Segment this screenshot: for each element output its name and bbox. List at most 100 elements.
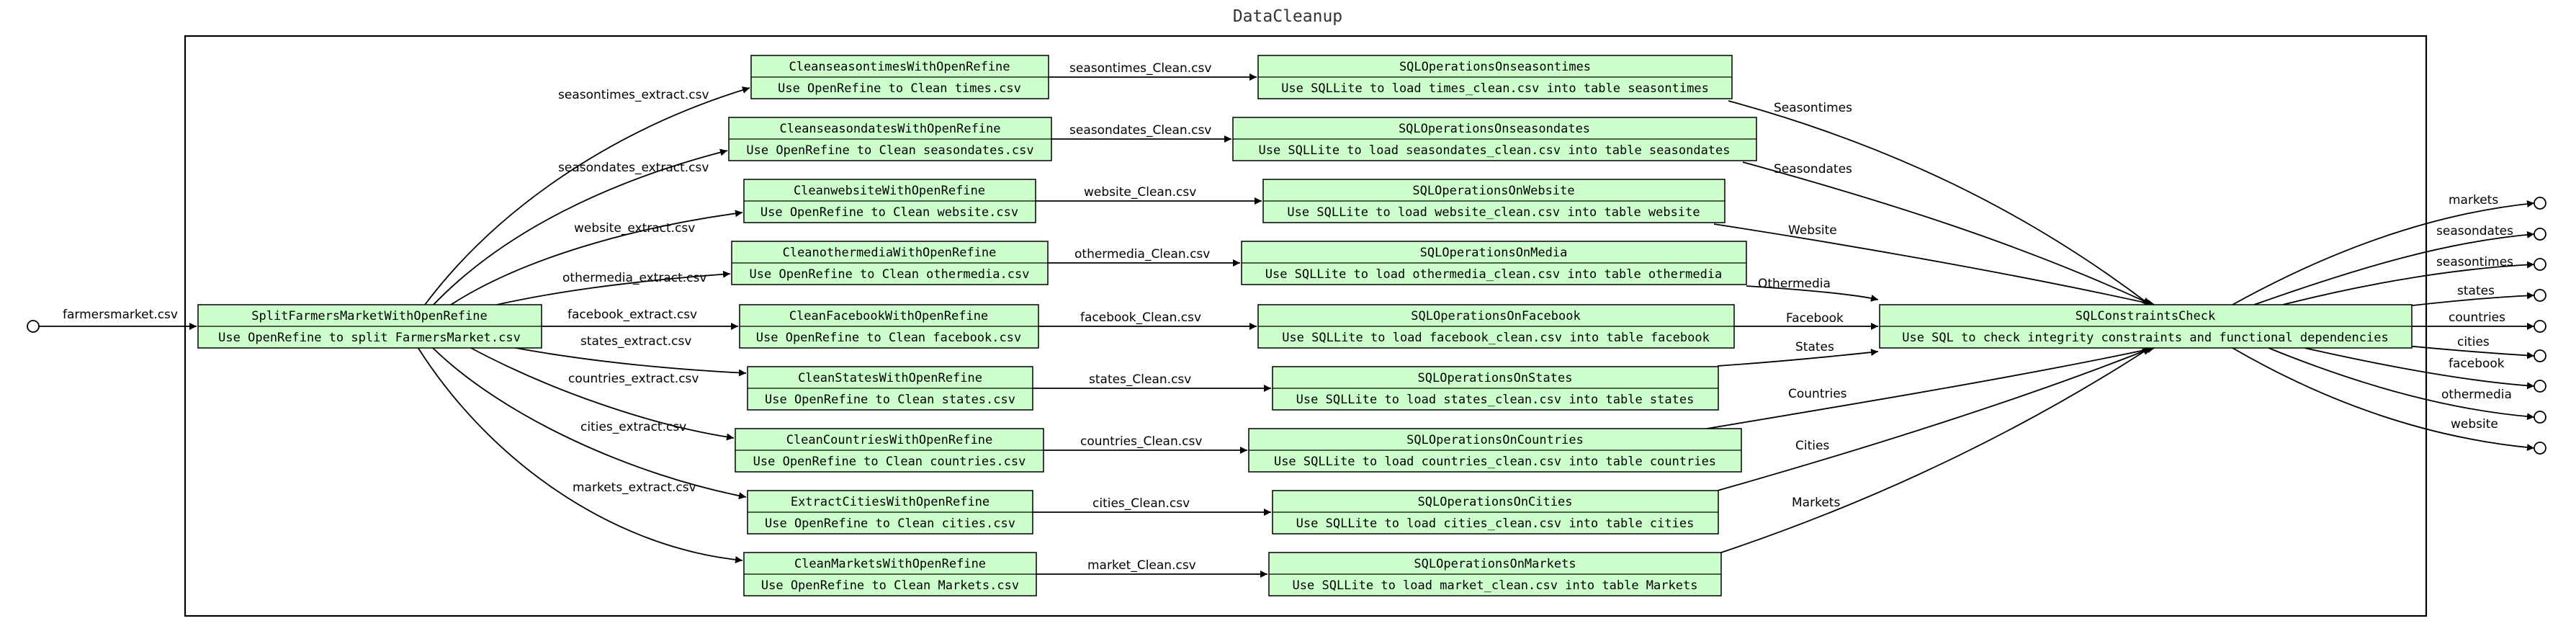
edge-split-to-clean-countries	[467, 346, 735, 441]
edge-label-facebook-table: Facebook	[1786, 311, 1844, 326]
output-port-states	[2534, 289, 2546, 302]
node-sql-seasondates[interactable]: SQLOperationsOnseasondates Use SQLLite t…	[1232, 117, 1757, 161]
node-sql-states[interactable]: SQLOperationsOnStates Use SQLLite to loa…	[1272, 366, 1719, 411]
edge-label-countries-extract: countries_extract.csv	[568, 372, 699, 386]
edge-sql-media-to-constraints	[1746, 285, 1879, 302]
node-title: SplitFarmersMarketWithOpenRefine	[251, 309, 488, 323]
node-description: Use SQLLite to load cities_clean.csv int…	[1296, 517, 1695, 531]
edge-sql-seasontimes-to-constraints	[1728, 100, 2150, 305]
edge-sql-countries-to-constraints	[1706, 346, 2155, 429]
node-title: SQLOperationsOnseasontimes	[1399, 60, 1591, 74]
node-description: Use SQLLite to load countries_clean.csv …	[1274, 455, 1716, 469]
output-port-website	[2534, 442, 2546, 455]
node-title: CleanMarketsWithOpenRefine	[794, 557, 986, 571]
node-title: SQLOperationsOnStates	[1418, 371, 1573, 385]
node-clean-seasontimes[interactable]: CleanseasontimesWithOpenRefine Use OpenR…	[750, 55, 1049, 99]
output-port-othermedia	[2534, 411, 2546, 424]
output-port-seasontimes	[2534, 258, 2546, 271]
node-clean-othermedia[interactable]: CleanothermediaWithOpenRefine Use OpenRe…	[731, 241, 1049, 285]
node-sql-markets[interactable]: SQLOperationsOnMarkets Use SQLLite to lo…	[1268, 552, 1722, 596]
node-description: Use SQLLite to load othermedia_clean.csv…	[1265, 267, 1723, 282]
edge-label-seasontimes-table: Seasontimes	[1774, 101, 1852, 115]
output-label-website: website	[2451, 417, 2498, 432]
node-clean-website[interactable]: CleanwebsiteWithOpenRefine Use OpenRefin…	[743, 179, 1036, 223]
output-ports	[2534, 197, 2546, 455]
edge-out-seasondates	[2253, 231, 2535, 305]
node-title: CleanothermediaWithOpenRefine	[783, 246, 997, 260]
node-title: SQLOperationsOnWebsite	[1412, 184, 1574, 198]
edge-split-to-clean-seasondates	[431, 148, 728, 307]
output-label-seasontimes: seasontimes	[2436, 255, 2513, 269]
node-clean-countries[interactable]: CleanCountriesWithOpenRefine Use OpenRef…	[735, 428, 1044, 473]
edge-label-othermedia-clean: othermedia_Clean.csv	[1074, 247, 1210, 261]
node-split-farmers-market[interactable]: SplitFarmersMarketWithOpenRefine Use Ope…	[197, 304, 542, 349]
node-title: SQLConstraintsCheck	[2075, 309, 2215, 323]
node-description: Use OpenRefine to Clean countries.csv	[753, 455, 1026, 469]
edge-label-cities-table: Cities	[1795, 439, 1829, 453]
edge-label-states-clean: states_Clean.csv	[1089, 372, 1191, 387]
edge-label-seasontimes-clean: seasontimes_Clean.csv	[1069, 61, 1211, 76]
edge-label-cities-extract: cities_extract.csv	[580, 420, 686, 434]
node-title: CleanseasondatesWithOpenRefine	[779, 122, 1000, 136]
edge-out-seasontimes	[2282, 261, 2535, 305]
node-description: Use OpenRefine to split FarmersMarket.cs…	[218, 331, 521, 345]
output-label-markets: markets	[2449, 193, 2498, 207]
node-description: Use OpenRefine to Clean states.csv	[765, 393, 1015, 407]
edge-label-markets-table: Markets	[1792, 496, 1840, 510]
node-title: SQLOperationsOnCities	[1418, 495, 1573, 509]
edge-label-seasondates-extract: seasondates_extract.csv	[558, 161, 709, 175]
node-sql-seasontimes[interactable]: SQLOperationsOnseasontimes Use SQLLite t…	[1257, 55, 1733, 99]
edge-out-facebook	[2304, 347, 2535, 390]
edge-label-cities-clean: cities_Clean.csv	[1092, 496, 1190, 511]
node-description: Use OpenRefine to Clean times.csv	[778, 81, 1021, 96]
node-description: Use SQLLite to load states_clean.csv int…	[1296, 393, 1695, 407]
node-title: SQLOperationsOnseasondates	[1399, 122, 1590, 136]
node-sql-facebook[interactable]: SQLOperationsOnFacebook Use SQLLite to l…	[1257, 304, 1735, 349]
node-title: ExtractCitiesWithOpenRefine	[791, 495, 989, 509]
edge-label-seasontimes-extract: seasontimes_extract.csv	[558, 88, 709, 102]
edge-label-othermedia-extract: othermedia_extract.csv	[562, 271, 706, 285]
node-sql-cities[interactable]: SQLOperationsOnCities Use SQLLite to loa…	[1272, 490, 1719, 535]
node-clean-facebook[interactable]: CleanFacebookWithOpenRefine Use OpenRefi…	[739, 304, 1039, 349]
edge-sql-states-to-constraints	[1717, 349, 1879, 367]
edge-label-website-extract: website_extract.csv	[574, 221, 695, 236]
output-port-markets	[2534, 197, 2546, 210]
output-port-countries	[2534, 320, 2546, 333]
node-title: CleanseasontimesWithOpenRefine	[789, 60, 1010, 74]
edge-label-facebook-clean: facebook_Clean.csv	[1080, 310, 1201, 325]
node-sql-countries[interactable]: SQLOperationsOnCountries Use SQLLite to …	[1248, 428, 1742, 473]
node-clean-states[interactable]: CleanStatesWithOpenRefine Use OpenRefine…	[747, 366, 1033, 411]
edge-label-countries-clean: countries_Clean.csv	[1080, 434, 1202, 449]
edge-sql-cities-to-constraints	[1717, 347, 2153, 491]
node-title: SQLOperationsOnCountries	[1406, 433, 1584, 447]
node-clean-seasondates[interactable]: CleanseasondatesWithOpenRefine Use OpenR…	[728, 117, 1052, 161]
edge-sql-seasondates-to-constraints	[1742, 161, 2153, 305]
edge-split-to-extract-cities	[431, 346, 747, 500]
node-description: Use SQL to check integrity constraints a…	[1902, 331, 2389, 345]
node-description: Use OpenRefine to Clean facebook.csv	[756, 331, 1021, 345]
output-port-cities	[2534, 349, 2546, 362]
node-description: Use SQLLite to load website_clean.csv in…	[1287, 205, 1700, 220]
edge-label-states-table: States	[1795, 340, 1834, 354]
edge-sql-markets-to-constraints	[1720, 347, 2150, 553]
node-sql-media[interactable]: SQLOperationsOnMedia Use SQLLite to load…	[1241, 241, 1747, 285]
output-label-countries: countries	[2449, 310, 2505, 325]
node-sql-constraints-check[interactable]: SQLConstraintsCheck Use SQL to check int…	[1879, 304, 2413, 349]
output-port-facebook	[2534, 380, 2546, 393]
edge-label-othermedia-table: Othermedia	[1758, 277, 1831, 291]
edge-label-input: farmersmarket.csv	[63, 308, 178, 322]
edge-label-facebook-extract: facebook_extract.csv	[567, 308, 697, 322]
output-port-seasondates	[2534, 228, 2546, 241]
node-clean-markets[interactable]: CleanMarketsWithOpenRefine Use OpenRefin…	[743, 552, 1037, 596]
output-label-states: states	[2457, 284, 2495, 298]
node-description: Use SQLLite to load times_clean.csv into…	[1281, 81, 1709, 96]
node-extract-cities[interactable]: ExtractCitiesWithOpenRefine Use OpenRefi…	[747, 490, 1033, 535]
edge-out-markets	[2232, 200, 2535, 305]
edge-label-markets-clean: market_Clean.csv	[1087, 558, 1196, 573]
node-description: Use SQLLite to load market_clean.csv int…	[1293, 578, 1698, 593]
node-sql-website[interactable]: SQLOperationsOnWebsite Use SQLLite to lo…	[1262, 179, 1725, 223]
edge-label-countries-table: Countries	[1788, 387, 1847, 401]
edge-label-states-extract: states_extract.csv	[580, 334, 691, 349]
edge-label-markets-extract: markets_extract.csv	[573, 480, 696, 495]
edge-split-to-clean-states	[496, 344, 747, 377]
